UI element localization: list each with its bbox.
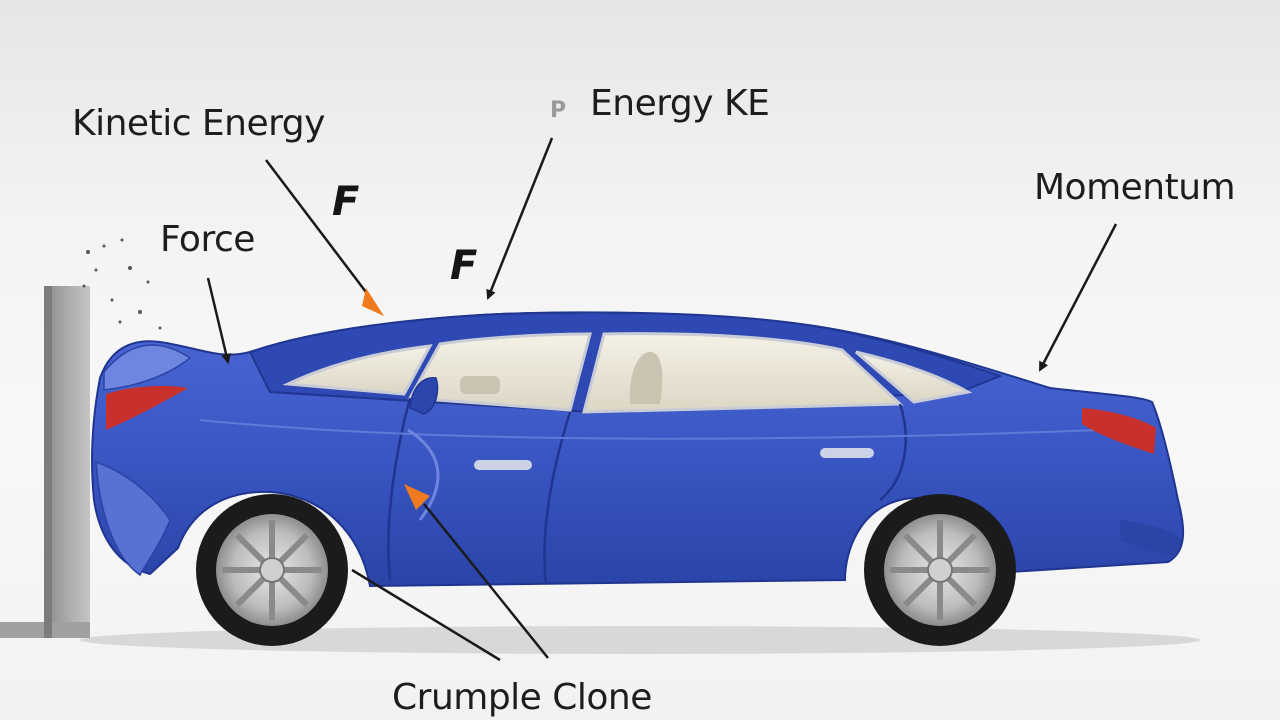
force-label: Force [160,219,255,260]
kinetic-energy-arrowhead [362,288,384,316]
crash-wall [0,286,90,638]
rear-wheel [196,494,348,646]
back-window [855,350,973,404]
force-symbol-2: F [450,243,478,289]
momentum-label: Momentum [1034,167,1236,208]
energy-icon: P [550,98,567,123]
car [91,311,1185,646]
force-symbol-1: F [332,179,360,225]
crumple-zone-arrow-left [351,568,501,662]
crumpled-bumper [95,460,171,577]
front-door-line [387,397,412,581]
side-mirror [409,377,439,415]
crumple-zone-arrowhead [404,484,430,510]
force-arrow [206,277,232,364]
energy-ke-label: Energy KE [590,83,770,124]
rear-door-line [879,403,907,501]
rear-door-window [582,332,904,414]
debris-particles [82,238,162,330]
front-tail-light [106,386,188,430]
rear-tail-light [1082,408,1156,454]
momentum-arrow [1038,223,1118,372]
rear-door-handle [820,448,874,458]
energy-ke-arrow [486,137,554,300]
front-door-handle [474,460,532,470]
front-wheel [864,494,1016,646]
crumple-zone-arrow-right [423,503,549,659]
headrest [460,376,500,394]
front-door-window [407,332,592,412]
crumpled-hood [103,344,192,391]
kinetic-energy-arrow [265,159,373,301]
kinetic-energy-label: Kinetic Energy [72,103,325,144]
rear-quarter-window [282,344,433,396]
rear-bumper [1120,520,1182,556]
crumple-zone-label: Crumple Clone [392,677,652,718]
seat-silhouette [629,351,663,404]
leader-arrows [206,137,1118,662]
center-pillar-line [543,411,572,585]
body-crease [199,419,1101,440]
